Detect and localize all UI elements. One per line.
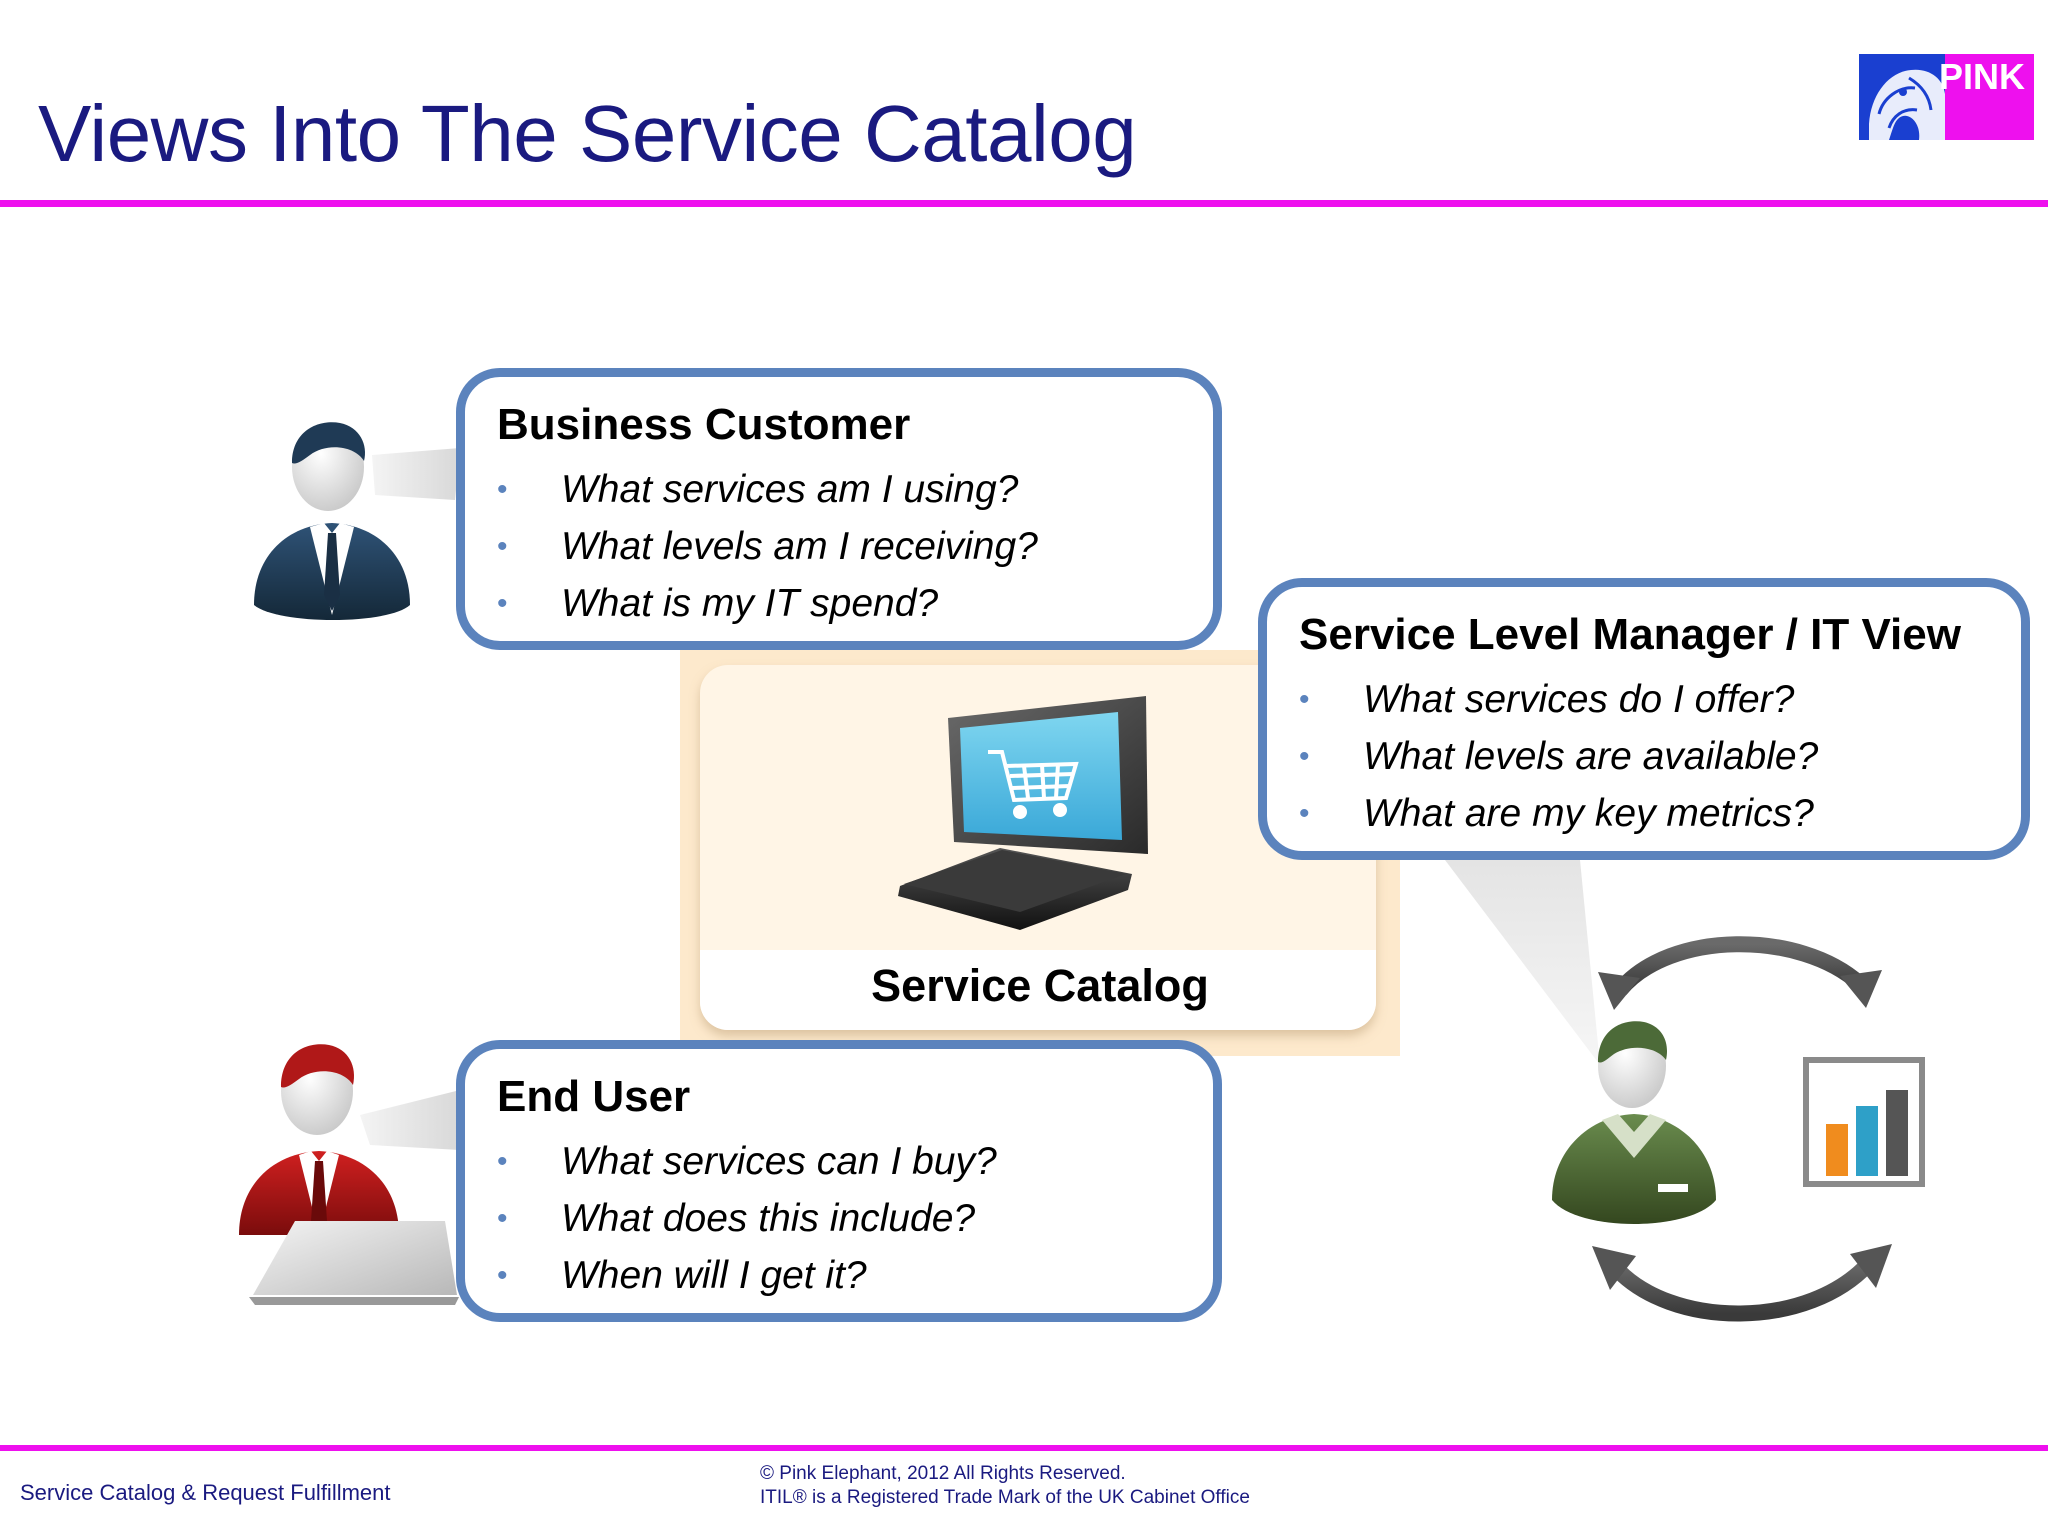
question-text: What is my IT spend? [561,582,939,625]
bullet-icon: • [1299,683,1310,716]
header-divider [0,200,2048,207]
footer-divider [0,1445,2048,1451]
manager-person-icon [1552,1021,1716,1224]
question-text: What levels am I receiving? [561,525,1038,568]
bullet-icon: • [497,1259,508,1292]
bullet-icon: • [1299,740,1310,773]
end-user-bubble-tail [360,1090,460,1150]
bar-chart-icon [1803,1057,1925,1187]
question-text: What services do I offer? [1363,678,1795,721]
business-person-icon [254,422,410,620]
question-text: What does this include? [561,1197,976,1240]
list-item: • What does this include? [497,1190,1181,1247]
logo-text: PINK [1939,56,2026,97]
bullet-icon: • [497,473,508,506]
end-user-person-icon [239,1044,459,1305]
page-title: Views Into The Service Catalog [38,89,1137,178]
question-text: What levels are available? [1363,735,1819,778]
list-item: • What is my IT spend? [497,575,1181,632]
business-customer-questions: • What services am I using? • What levels … [497,461,1181,632]
bullet-icon: • [497,1145,508,1178]
end-user-questions: • What services can I buy? • What does thi… [497,1133,1181,1304]
service-level-manager-title: Service Level Manager / IT View [1299,610,1961,659]
shopping-cart-computer-icon [898,696,1148,930]
footer-course-title: Service Catalog & Request Fulfillment [20,1480,391,1505]
bullet-icon: • [497,587,508,620]
pink-elephant-logo: PINK [1859,54,2034,140]
business-customer-bubble: Business Customer • What services am I us… [456,368,1222,650]
question-text: What are my key metrics? [1363,792,1814,835]
catalog-card-footer [700,950,1376,1030]
end-user-title: End User [497,1072,691,1121]
manager-cycle-group [1552,936,1925,1322]
list-item: • What services can I buy? [497,1133,1181,1190]
laptop-icon [249,1221,459,1305]
business-customer-title: Business Customer [497,400,911,449]
list-item: • What services am I using? [497,461,1181,518]
question-text: What services am I using? [561,468,1019,511]
list-item: • When will I get it? [497,1247,1181,1304]
business-bubble-tail [372,448,460,500]
list-item: • What services do I offer? [1299,671,1989,728]
trademark-line: ITIL® is a Registered Trade Mark of the … [760,1487,1250,1508]
end-user-bubble: End User • What services can I buy? • What… [456,1040,1222,1322]
service-level-manager-bubble: Service Level Manager / IT View • What se… [1258,578,2030,860]
copyright-line: © Pink Elephant, 2012 All Rights Reserve… [760,1463,1126,1484]
list-item: • What are my key metrics? [1299,785,1989,842]
bullet-icon: • [1299,797,1310,830]
footer-copyright: © Pink Elephant, 2012 All Rights Reserve… [760,1462,1250,1510]
question-text: What services can I buy? [561,1140,997,1183]
service-level-manager-questions: • What services do I offer? • What levels … [1299,671,1989,842]
cycle-arrows-icon [1592,936,1892,1322]
manager-bubble-tail [1445,860,1600,1065]
question-text: When will I get it? [561,1254,867,1297]
catalog-label: Service Catalog [871,960,1209,1011]
bullet-icon: • [497,530,508,563]
list-item: • What levels are available? [1299,728,1989,785]
list-item: • What levels am I receiving? [497,518,1181,575]
bullet-icon: • [497,1202,508,1235]
